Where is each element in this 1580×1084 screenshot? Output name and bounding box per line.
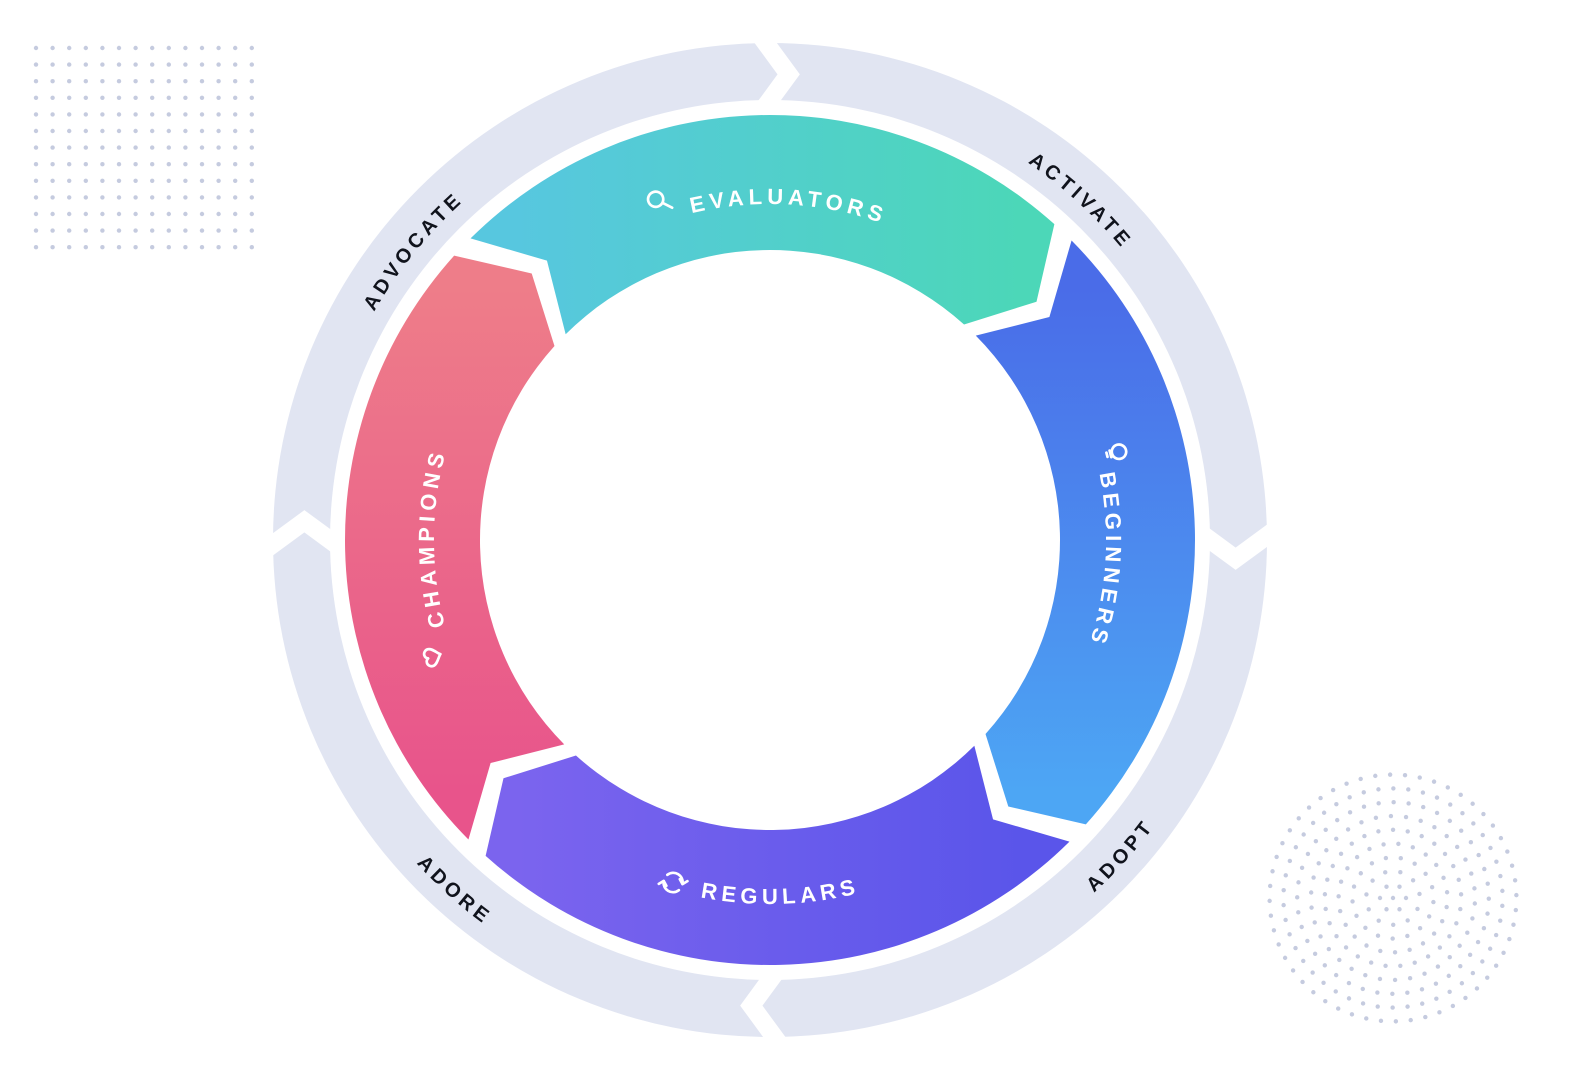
lightbulb-icon (1105, 443, 1128, 461)
heart-icon (422, 647, 442, 668)
dot-circle-bottom-right (1267, 772, 1519, 1024)
search-icon (646, 190, 674, 210)
outer-ring-inner-cut (330, 100, 1210, 980)
ring-chevron-bottom (740, 961, 789, 1053)
cycle-icon (657, 871, 689, 894)
segment-regulars (485, 745, 1070, 966)
segment-beginners (975, 240, 1196, 825)
ring-chevron-left (257, 510, 349, 559)
dot-grid-top-left (33, 45, 254, 250)
segment-evaluators (470, 114, 1055, 335)
ring-chevron-right (1191, 521, 1283, 570)
ring-chevron-top (751, 27, 800, 119)
segment-champions (344, 255, 565, 840)
